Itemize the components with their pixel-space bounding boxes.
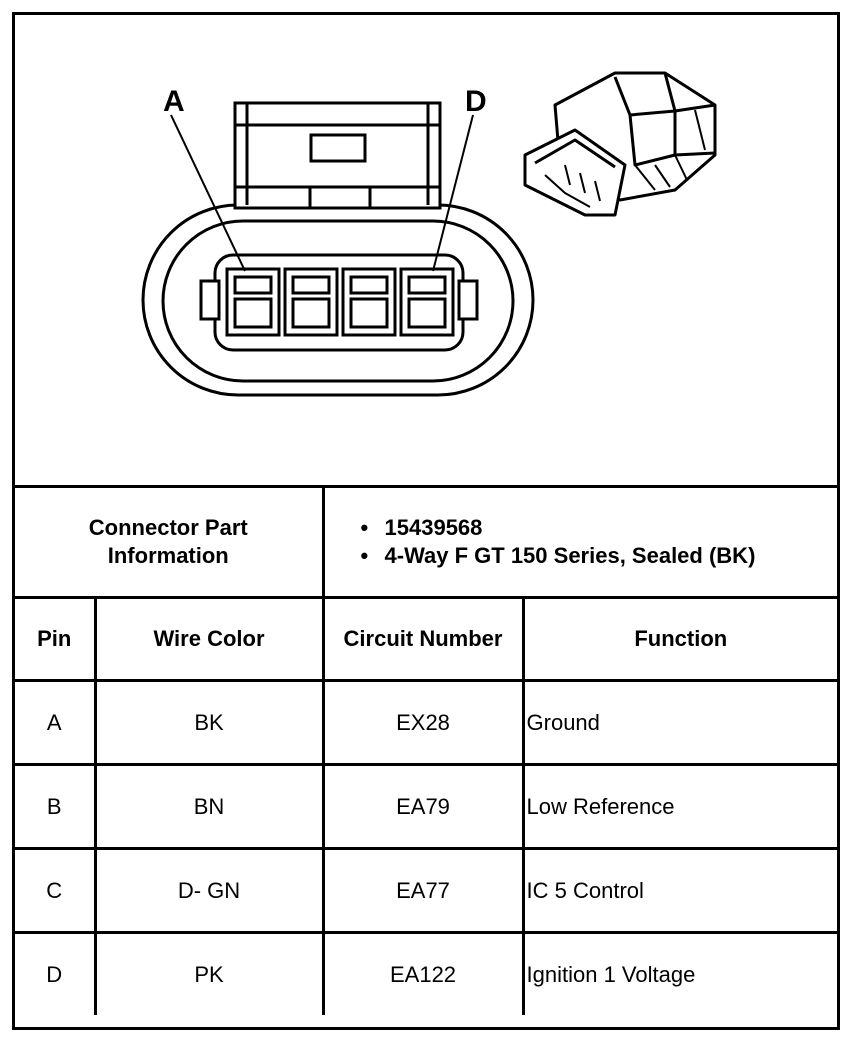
circuit-number-cell: EA122 [321,931,525,1015]
pin-label-a: A [163,85,185,118]
wire-color-cell: BK [93,679,325,766]
connector-lock-window [309,133,367,163]
pin-cell: B [15,763,97,850]
pin-label-d: D [465,85,487,118]
pin-cell: A [15,679,97,766]
connector-inner-seal [161,219,515,383]
table-row: B BN EA79 Low Reference [15,763,838,850]
connector-isometric-view [523,71,717,217]
pin-cell: C [15,847,97,934]
header-function: Function [521,596,838,682]
terminal-a [225,267,281,337]
pin-cell: D [15,931,97,1015]
terminal-b [283,267,339,337]
circuit-number-cell: EA79 [321,763,525,850]
connector-sheet: A D [12,12,840,1030]
leader-line-a [170,114,246,272]
connector-info-row: Connector Part Information 15439568 4-Wa… [15,488,838,599]
header-circuit-number: Circuit Number [321,596,525,682]
wire-color-cell: PK [93,931,325,1015]
function-cell: IC 5 Control [521,847,838,934]
function-cell: Low Reference [521,763,838,850]
header-pin: Pin [15,596,97,682]
table-row: D PK EA122 Ignition 1 Voltage [15,931,838,1015]
terminal-c [341,267,397,337]
connector-face-drawing: A D [141,71,717,397]
circuit-number-cell: EX28 [321,679,525,766]
function-cell: Ignition 1 Voltage [521,931,838,1015]
wire-color-cell: BN [93,763,325,850]
table-row: A BK EX28 Ground [15,679,838,766]
connector-info-list: 15439568 4-Way F GT 150 Series, Sealed (… [321,488,838,599]
leader-line-d [432,114,474,272]
connector-description: 4-Way F GT 150 Series, Sealed (BK) [361,542,838,570]
table-header-row: Pin Wire Color Circuit Number Function [15,596,838,682]
connector-diagram: A D [15,15,837,488]
circuit-number-cell: EA77 [321,847,525,934]
table-row: C D- GN EA77 IC 5 Control [15,847,838,934]
function-cell: Ground [521,679,838,766]
wire-color-cell: D- GN [93,847,325,934]
pinout-table: Connector Part Information 15439568 4-Wa… [15,488,838,1015]
connector-info-label: Connector Part Information [15,488,325,599]
terminal-d [399,267,455,337]
header-wire-color: Wire Color [93,596,325,682]
part-number: 15439568 [361,514,838,542]
